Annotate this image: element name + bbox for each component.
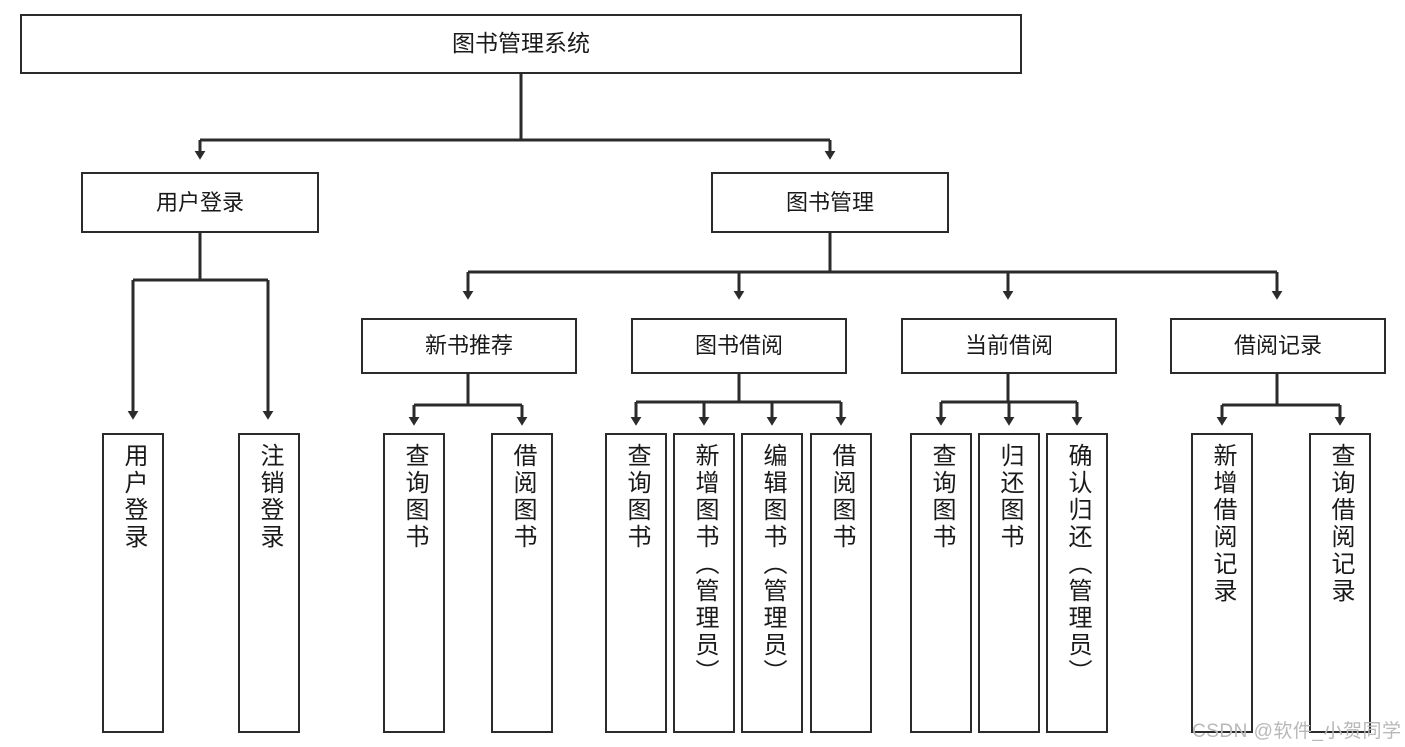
node-leaf-query-book-3[interactable]: 查询图书 (910, 433, 972, 733)
node-book-borrow[interactable]: 图书借阅 (631, 318, 847, 374)
node-root-book-management-system[interactable]: 图书管理系统 (20, 14, 1022, 74)
node-leaf-logout-login-label: 注销登录 (256, 443, 283, 551)
node-leaf-logout-login[interactable]: 注销登录 (238, 433, 300, 733)
node-leaf-add-borrow-record-label: 新增借阅记录 (1209, 443, 1236, 605)
node-new-book-recommend-label: 新书推荐 (424, 333, 513, 359)
node-leaf-query-borrow-record-label: 查询借阅记录 (1327, 443, 1354, 605)
node-book-management-label: 图书管理 (785, 189, 874, 215)
node-leaf-add-book-admin-label: 新增图书（管理员） (691, 443, 718, 686)
node-user-login[interactable]: 用户登录 (81, 172, 319, 233)
node-leaf-edit-book-admin-label: 编辑图书（管理员） (759, 443, 786, 686)
node-current-borrow-label: 当前借阅 (964, 333, 1053, 359)
node-leaf-borrow-book-2[interactable]: 借阅图书 (810, 433, 872, 733)
node-leaf-query-book-2-label: 查询图书 (623, 443, 650, 551)
node-leaf-borrow-book-2-label: 借阅图书 (828, 443, 855, 551)
node-leaf-query-book-3-label: 查询图书 (928, 443, 955, 551)
node-root-label: 图书管理系统 (452, 30, 590, 57)
node-leaf-add-book-admin[interactable]: 新增图书（管理员） (673, 433, 735, 733)
node-book-borrow-label: 图书借阅 (694, 333, 783, 359)
node-user-login-label: 用户登录 (155, 189, 244, 215)
node-leaf-query-book-1[interactable]: 查询图书 (383, 433, 445, 733)
node-leaf-confirm-return-admin-label: 确认归还（管理员） (1064, 443, 1091, 686)
node-leaf-user-login-label: 用户登录 (120, 443, 147, 551)
node-leaf-return-book[interactable]: 归还图书 (978, 433, 1040, 733)
node-book-management[interactable]: 图书管理 (711, 172, 949, 233)
node-leaf-return-book-label: 归还图书 (996, 443, 1023, 551)
node-borrow-record-label: 借阅记录 (1233, 333, 1322, 359)
csdn-watermark: CSDN @软件_小贺同学 (1192, 721, 1402, 742)
node-leaf-user-login[interactable]: 用户登录 (102, 433, 164, 733)
node-leaf-query-book-1-label: 查询图书 (401, 443, 428, 551)
node-leaf-query-book-2[interactable]: 查询图书 (605, 433, 667, 733)
node-leaf-query-borrow-record[interactable]: 查询借阅记录 (1309, 433, 1371, 733)
node-new-book-recommend[interactable]: 新书推荐 (361, 318, 577, 374)
node-current-borrow[interactable]: 当前借阅 (901, 318, 1117, 374)
node-borrow-record[interactable]: 借阅记录 (1170, 318, 1386, 374)
node-leaf-add-borrow-record[interactable]: 新增借阅记录 (1191, 433, 1253, 733)
node-leaf-borrow-book-1-label: 借阅图书 (509, 443, 536, 551)
node-leaf-edit-book-admin[interactable]: 编辑图书（管理员） (741, 433, 803, 733)
node-leaf-confirm-return-admin[interactable]: 确认归还（管理员） (1046, 433, 1108, 733)
node-leaf-borrow-book-1[interactable]: 借阅图书 (491, 433, 553, 733)
